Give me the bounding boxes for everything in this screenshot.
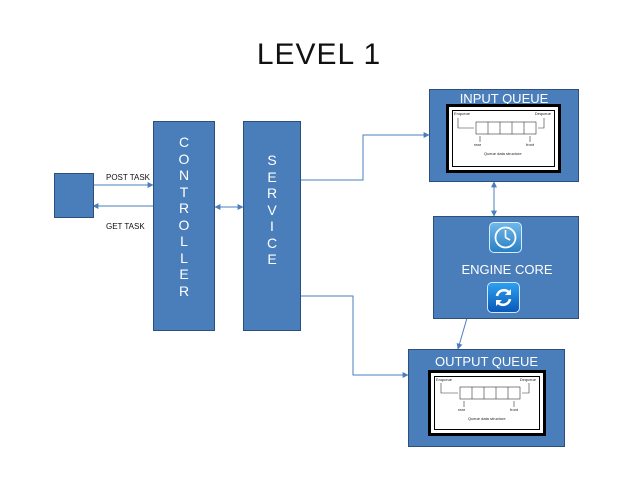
input-queue-box: INPUT QUEUE Enqueue Dequeue rear front Q… bbox=[429, 89, 579, 182]
input-queue-image: Enqueue Dequeue rear front Queue data st… bbox=[446, 104, 561, 173]
dequeue-label: Dequeue bbox=[534, 111, 551, 116]
queue-diagram bbox=[457, 118, 545, 142]
front-label: front bbox=[526, 142, 535, 147]
service-to-output-arrow bbox=[300, 295, 409, 378]
output-queue-box: OUTPUT QUEUE Enqueue Dequeue rear front … bbox=[408, 349, 565, 447]
queue-caption: Queue data structure bbox=[484, 151, 522, 156]
page-title: LEVEL 1 bbox=[256, 38, 382, 71]
controller-letter: L bbox=[180, 233, 188, 249]
front-label: front bbox=[510, 407, 519, 412]
service-letter: V bbox=[267, 201, 277, 218]
output-queue-title: OUTPUT QUEUE bbox=[434, 354, 539, 369]
controller-letter: L bbox=[180, 249, 188, 266]
refresh-icon bbox=[487, 282, 520, 313]
service-to-input-arrow bbox=[300, 132, 430, 181]
service-letter: C bbox=[266, 234, 278, 251]
service-letter: E bbox=[267, 168, 277, 185]
client-box bbox=[54, 173, 94, 218]
queue-caption: Queue data structure bbox=[468, 416, 506, 421]
enqueue-label: Enqueue bbox=[454, 111, 471, 116]
engine-core-box: ENGINE CORE bbox=[433, 216, 579, 319]
controller-letter: O bbox=[178, 216, 190, 233]
controller-letter: T bbox=[179, 183, 189, 200]
enqueue-label: Enqueue bbox=[436, 377, 453, 382]
controller-letter: E bbox=[179, 266, 189, 282]
rear-label: rear bbox=[458, 407, 466, 412]
dequeue-label: Dequeue bbox=[519, 377, 536, 382]
controller-letter: R bbox=[178, 282, 190, 299]
clock-icon bbox=[489, 222, 522, 253]
controller-letter: N bbox=[178, 167, 190, 183]
controller-box: C O N T R O L L E R bbox=[153, 121, 215, 331]
service-box: S E R V I C E bbox=[243, 121, 301, 331]
engine-output-arrow bbox=[456, 317, 468, 350]
rear-label: rear bbox=[474, 142, 482, 147]
queue-diagram bbox=[440, 383, 530, 407]
service-letter: E bbox=[267, 251, 277, 267]
controller-letter: C bbox=[178, 134, 190, 150]
service-letter: R bbox=[266, 185, 278, 201]
service-letter: S bbox=[267, 152, 277, 168]
get-task-label: GET TASK bbox=[106, 222, 145, 231]
controller-letter: O bbox=[178, 150, 190, 167]
service-letter: I bbox=[270, 218, 274, 234]
input-queue-title: INPUT QUEUE bbox=[459, 91, 549, 106]
post-task-label: POST TASK bbox=[106, 173, 151, 182]
output-queue-image: Enqueue Dequeue rear front Queue data st… bbox=[428, 370, 546, 436]
controller-letter: R bbox=[178, 200, 190, 216]
engine-core-title: ENGINE CORE bbox=[461, 262, 553, 277]
